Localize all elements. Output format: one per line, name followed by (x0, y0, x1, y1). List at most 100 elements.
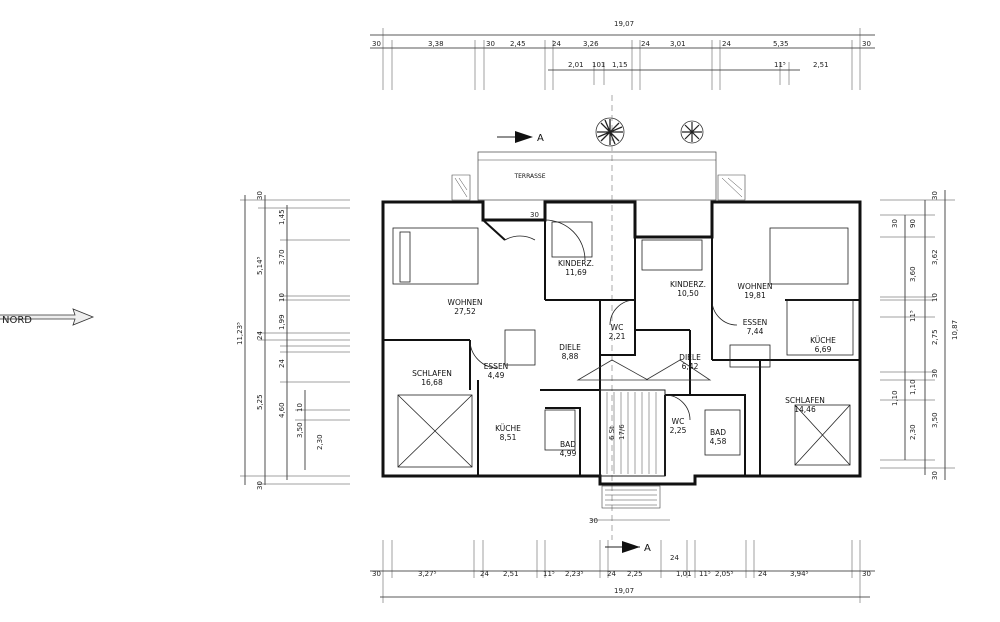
section-label: A (537, 133, 544, 144)
left-dim: 24 (278, 359, 286, 368)
top-dim: 30 (862, 40, 871, 48)
room-area: 19,81 (744, 291, 766, 300)
top-dim: 1,15 (612, 61, 628, 69)
top-dim: 11⁵ (774, 61, 786, 69)
room-labels: WOHNEN 27,52 SCHLAFEN 16,68 ESSEN 4,49 K… (412, 211, 836, 458)
terrace-label: TERRASSE (513, 173, 545, 180)
right-dim: 3,62 (931, 249, 939, 265)
step-note: 17/6 (618, 424, 626, 440)
room-area: 4,99 (560, 449, 577, 458)
left-dim: 10 (278, 293, 286, 302)
right-dim: 1,10 (891, 390, 899, 406)
room-area: 10,50 (677, 289, 699, 298)
top-dim: 30 (486, 40, 495, 48)
bottom-dim: 2,51 (503, 570, 519, 578)
left-dim: 2,30 (316, 434, 324, 450)
left-dim: 10 (296, 403, 304, 412)
left-dim: 3,50 (296, 422, 304, 438)
tree-icon (680, 120, 704, 144)
top-dim: 2,01 (568, 61, 584, 69)
right-total-dim: 10,87 (951, 320, 959, 340)
room-name: KÜCHE (495, 424, 521, 433)
bottom-dim: 2,25 (627, 570, 643, 578)
top-dim: 2,51 (813, 61, 829, 69)
right-dim: 10 (931, 293, 939, 302)
bottom-dim: 24 (607, 570, 616, 578)
right-dim: 90 (909, 219, 917, 228)
left-dim: 3,70 (278, 249, 286, 265)
room-name: BAD (560, 440, 576, 449)
top-dimension-chain: 19,07 30 3,38 30 2,45 24 3,26 24 3,01 24… (370, 20, 875, 90)
furniture (392, 219, 854, 468)
bottom-total-dim: 19,07 (614, 587, 634, 595)
section-marker-bottom: A (605, 541, 651, 554)
room-name: KINDERZ. (670, 280, 706, 289)
room-name: WOHNEN (448, 298, 483, 307)
north-arrow: NORD (0, 308, 95, 326)
room-name: WOHNEN (738, 282, 773, 291)
tree-icon (595, 117, 625, 147)
bottom-dim: 30 (862, 570, 871, 578)
building-walls (381, 200, 862, 509)
room-name: DIELE (559, 343, 581, 352)
north-label: NORD (2, 315, 32, 326)
section-marker-top: A (497, 131, 544, 144)
right-dim: 2,75 (931, 329, 939, 345)
stair-note: 30 (530, 211, 539, 219)
room-area: 2,25 (670, 426, 687, 435)
bottom-stair-dim: 24 (670, 554, 679, 562)
bottom-stair-dim: 30 (589, 517, 598, 525)
room-name: WC (611, 323, 624, 332)
left-dim: 30 (256, 481, 264, 490)
bottom-dim: 1,01 (676, 570, 692, 578)
right-dim: 30 (891, 219, 899, 228)
bottom-dim: 3,94⁵ (790, 570, 809, 578)
top-dim: 3,38 (428, 40, 444, 48)
bottom-dim: 11⁵ (699, 570, 711, 578)
left-dimension-chain: 11,23⁵ 30 5,14⁵ 24 5,25 30 1,45 3,70 10 … (236, 191, 350, 490)
room-area: 16,68 (421, 378, 443, 387)
bottom-dim: 3,27⁵ (418, 570, 437, 578)
top-dim: 3,26 (583, 40, 599, 48)
top-dim: 24 (641, 40, 650, 48)
right-dim: 11⁵ (909, 310, 917, 322)
right-dim: 3,50 (931, 412, 939, 428)
top-dim: 5,35 (773, 40, 789, 48)
right-dim: 30 (931, 471, 939, 480)
top-dim: 3,01 (670, 40, 686, 48)
right-dimension-chain: 10,87 30 3,62 10 2,75 30 3,50 30 30 90 3… (880, 190, 959, 480)
room-area: 6,42 (682, 362, 699, 371)
top-dim: 2,45 (510, 40, 526, 48)
step-count: 6 St (608, 426, 616, 440)
room-area: 11,69 (565, 268, 587, 277)
room-name: KÜCHE (810, 336, 836, 345)
room-name: ESSEN (743, 318, 768, 327)
room-name: SCHLAFEN (785, 396, 825, 405)
top-dim: 30 (372, 40, 381, 48)
room-area: 4,49 (488, 371, 505, 380)
bottom-dim: 24 (480, 570, 489, 578)
room-name: KINDERZ. (558, 259, 594, 268)
section-label: A (644, 543, 651, 554)
bottom-dim: 30 (372, 570, 381, 578)
room-name: SCHLAFEN (412, 369, 452, 378)
left-dim: 30 (256, 191, 264, 200)
left-dim: 4,60 (278, 402, 286, 418)
room-area: 14,46 (794, 405, 816, 414)
right-dim: 2,30 (909, 424, 917, 440)
room-area: 2,21 (609, 332, 626, 341)
left-dim: 1,45 (278, 209, 286, 225)
top-dim: 24 (552, 40, 561, 48)
bottom-dim: 11⁵ (543, 570, 555, 578)
room-area: 8,88 (562, 352, 579, 361)
bottom-dim: 2,23⁵ (565, 570, 584, 578)
room-area: 27,52 (454, 307, 476, 316)
bottom-dimension-chain: 30 3,27⁵ 24 2,51 11⁵ 2,23⁵ 24 2,25 1,01 … (370, 517, 875, 603)
left-total-dim: 11,23⁵ (236, 322, 244, 345)
right-dim: 30 (931, 191, 939, 200)
room-name: BAD (710, 428, 726, 437)
left-dim: 1,99 (278, 314, 286, 330)
top-dim: 24 (722, 40, 731, 48)
left-dim: 5,25 (256, 394, 264, 410)
